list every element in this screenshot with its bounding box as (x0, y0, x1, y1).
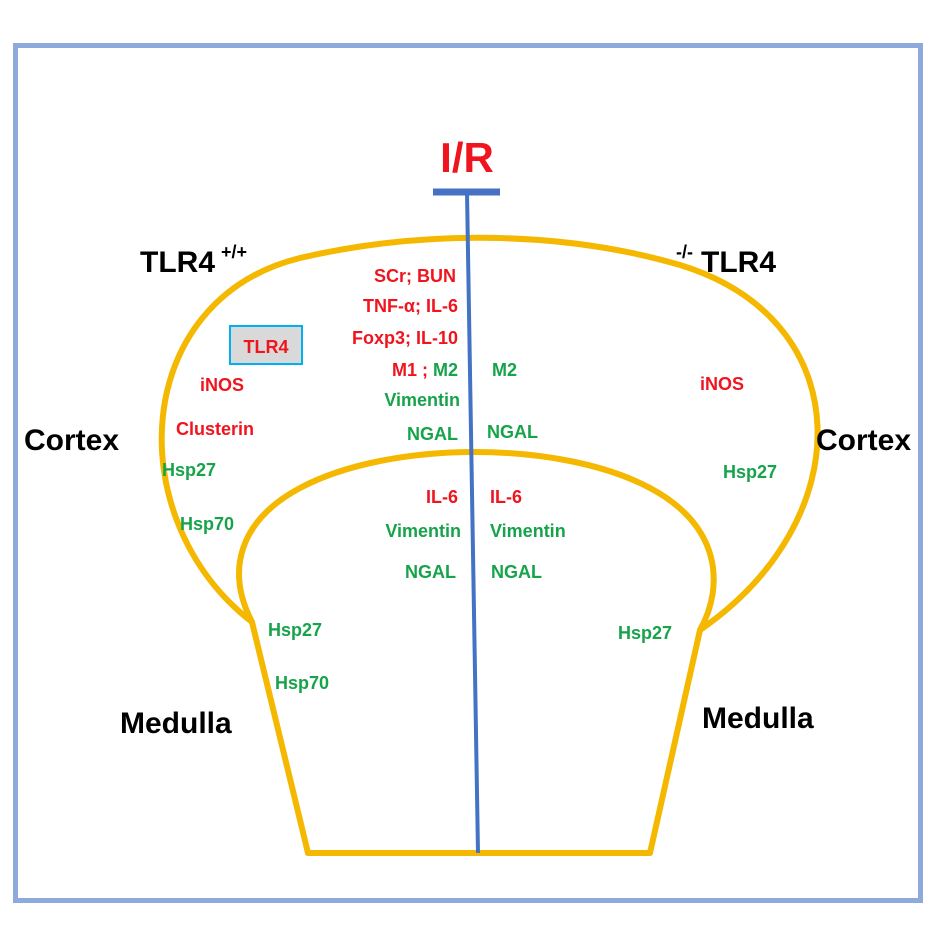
right-cortex-label: Cortex (816, 424, 911, 457)
left-marker-hsp70-cortex: Hsp70 (180, 514, 234, 534)
center-left-tnf-il6: TNF-α; IL-6 (363, 296, 458, 316)
right-marker-hsp27-medulla: Hsp27 (618, 623, 672, 643)
center-right-ngal-medulla: NGAL (491, 562, 542, 582)
divider-line (465, 191, 480, 854)
center-left-scr-bun: SCr; BUN (374, 266, 456, 286)
left-genotype-superscript: +/+ (221, 242, 247, 262)
ir-title: I/R (440, 134, 494, 181)
left-marker-hsp27-medulla: Hsp27 (268, 620, 322, 640)
left-marker-inos: iNOS (200, 375, 244, 395)
right-genotype-label: -/-TLR4 (676, 242, 776, 279)
left-medulla-label: Medulla (120, 707, 232, 740)
right-medulla-label: Medulla (702, 702, 814, 735)
center-right-m2: M2 (492, 360, 517, 380)
center-left-il6-medulla: IL-6 (426, 487, 458, 507)
medulla-boundary (236, 449, 717, 632)
left-marker-hsp27-cortex: Hsp27 (162, 460, 216, 480)
tlr4-box (229, 325, 303, 365)
left-genotype-label: TLR4+/+ (140, 242, 247, 279)
center-left-foxp3-il10: Foxp3; IL-10 (352, 328, 458, 348)
center-left-ngal-medulla: NGAL (405, 562, 456, 582)
right-marker-inos: iNOS (700, 374, 744, 394)
center-right-ngal: NGAL (487, 422, 538, 442)
center-right-vimentin-medulla: Vimentin (490, 521, 566, 541)
center-left-vimentin-medulla: Vimentin (385, 521, 461, 541)
outer-frame (13, 43, 923, 903)
left-cortex-label: Cortex (24, 424, 119, 457)
right-marker-hsp27-cortex: Hsp27 (723, 462, 777, 482)
tlr4-box-label: TLR4 (244, 337, 289, 357)
center-left-vimentin: Vimentin (384, 390, 460, 410)
organ-outline (158, 234, 821, 856)
right-genotype-superscript: -/- (676, 242, 693, 262)
left-marker-clusterin: Clusterin (176, 419, 254, 439)
center-right-il6-medulla: IL-6 (490, 487, 522, 507)
left-marker-hsp70-medulla: Hsp70 (275, 673, 329, 693)
center-left-ngal: NGAL (407, 424, 458, 444)
center-left-m1-m2: M1;M2 (392, 360, 458, 380)
